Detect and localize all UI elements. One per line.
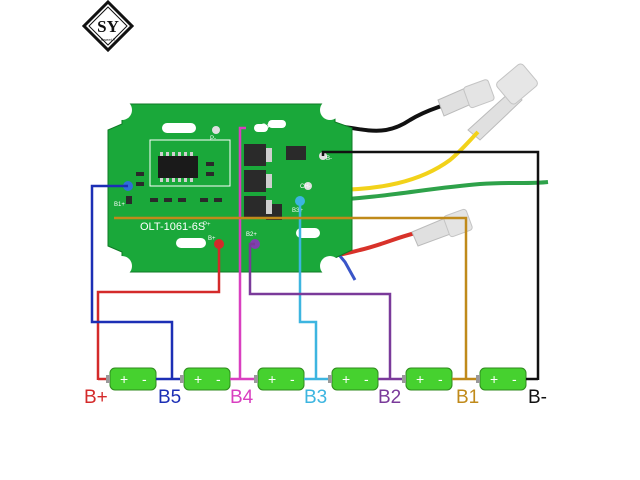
pad-label-p-minus: P- — [210, 136, 216, 142]
battery-cell: + - — [106, 367, 157, 391]
cell-plus: + — [416, 371, 424, 387]
board-model-label: OLT-1061-6S — [140, 221, 205, 233]
pad-label-b-minus: B- — [326, 156, 332, 162]
logo-text: SY — [97, 17, 119, 36]
tap-label-b3: B3 — [304, 387, 328, 408]
tap-label-b-plus: B+ — [84, 387, 108, 408]
pad-label-b2: B2+ — [246, 232, 257, 238]
pad-label-b4: B4+ — [262, 124, 273, 130]
cell-plus: + — [268, 371, 276, 387]
connector-top-left — [437, 79, 495, 117]
brand-logo: SY Sweet Y — [81, 0, 135, 53]
tap-label-b1: B1 — [456, 387, 480, 408]
cell-plus: + — [342, 371, 350, 387]
cell-minus: - — [142, 371, 147, 387]
tap-label-b5: B5 — [158, 387, 182, 408]
cell-minus: - — [216, 371, 221, 387]
pad-label-ch-minus: CH- — [300, 184, 311, 190]
tap-label-b-minus: B- — [528, 387, 547, 408]
battery-cell: + - — [180, 367, 231, 391]
cell-plus: + — [120, 371, 128, 387]
pcb-board: P- B4+ B- CH- B3+ B1+ P+ B+ B2+ OLT-1061… — [107, 100, 353, 276]
logo-subtext: Sweet Y — [101, 37, 116, 42]
cell-minus: - — [364, 371, 369, 387]
tap-label-b2: B2 — [378, 387, 402, 408]
battery-cell: + - — [328, 367, 379, 391]
battery-cell: + - — [476, 367, 527, 391]
battery-cell: + - — [402, 367, 453, 391]
tap-label-b4: B4 — [230, 387, 254, 408]
battery-cell: + - — [254, 367, 305, 391]
connector-bottom — [411, 208, 473, 247]
pad-label-b1: B1+ — [114, 202, 125, 208]
mosfet-group — [244, 144, 306, 218]
tap-wires — [90, 126, 540, 380]
pad-label-b3: B3+ — [292, 208, 303, 214]
cell-plus: + — [490, 371, 498, 387]
pad-label-p-plus: P+ — [203, 222, 211, 228]
cell-plus: + — [194, 371, 202, 387]
cell-minus: - — [290, 371, 295, 387]
cell-minus: - — [512, 371, 517, 387]
cell-minus: - — [438, 371, 443, 387]
pad-label-b5: B+ — [208, 236, 216, 242]
